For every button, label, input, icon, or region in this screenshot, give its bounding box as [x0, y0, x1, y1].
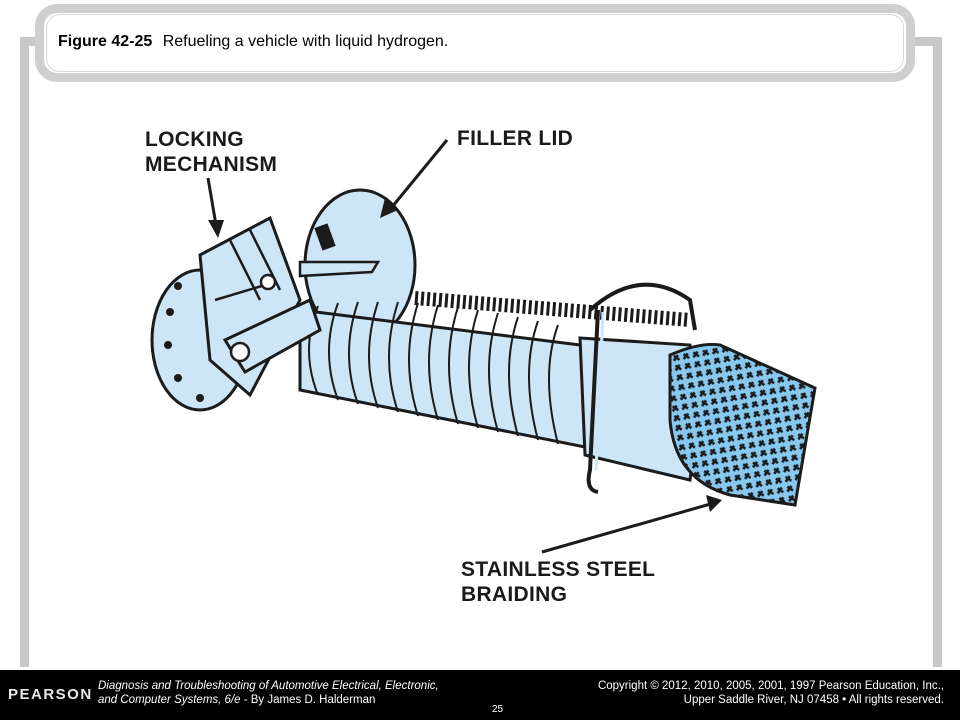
- filler-lid-graphic: [298, 188, 417, 342]
- pearson-logo-text: PEARSON: [8, 686, 93, 703]
- slide-title: Figure 42-25 Refueling a vehicle with li…: [58, 33, 448, 51]
- locking-mechanism-label-line1: LOCKING: [145, 128, 244, 151]
- braiding-label-line2: BRAIDING: [461, 583, 568, 606]
- figure-caption: Refueling a vehicle with liquid hydrogen…: [162, 33, 449, 50]
- locking-mechanism-label: LOCKING MECHANISM: [145, 127, 277, 177]
- filler-lid-label: FILLER LID: [457, 127, 574, 150]
- pearson-logo: PEARSON: [0, 670, 95, 720]
- spring-hose-graphic: [414, 291, 691, 327]
- book-edition: and Computer Systems, 6/e: [98, 694, 241, 706]
- braided-hose-graphic: [668, 343, 817, 507]
- braiding-label-line1: STAINLESS STEEL: [461, 558, 656, 581]
- copyright-line1: Copyright © 2012, 2010, 2005, 2001, 1997…: [597, 680, 944, 692]
- footer-bar: PEARSON Diagnosis and Troubleshooting of…: [0, 670, 960, 720]
- book-author: - By James D. Halderman: [240, 694, 376, 706]
- page-number: 25: [492, 704, 504, 715]
- callout-arrows: [206, 139, 722, 554]
- locking-mechanism-graphic: [150, 215, 322, 412]
- ring-clamp-graphic: [586, 282, 697, 494]
- stainless-steel-braiding-label: STAINLESS STEEL BRAIDING: [461, 557, 655, 607]
- title-inner-box: [46, 14, 904, 72]
- book-citation: Diagnosis and Troubleshooting of Automot…: [98, 679, 439, 707]
- locking-mechanism-label-line2: MECHANISM: [145, 153, 278, 176]
- book-citation-line1: Diagnosis and Troubleshooting of Automot…: [98, 680, 439, 692]
- copyright-line2: Upper Saddle River, NJ 07458 • All right…: [683, 694, 944, 706]
- book-citation-line2: and Computer Systems, 6/e - By James D. …: [98, 693, 439, 707]
- copyright-notice: Copyright © 2012, 2010, 2005, 2001, 1997…: [598, 679, 944, 707]
- corrugated-hose-body: [298, 301, 697, 482]
- figure-number: Figure 42-25: [58, 33, 153, 50]
